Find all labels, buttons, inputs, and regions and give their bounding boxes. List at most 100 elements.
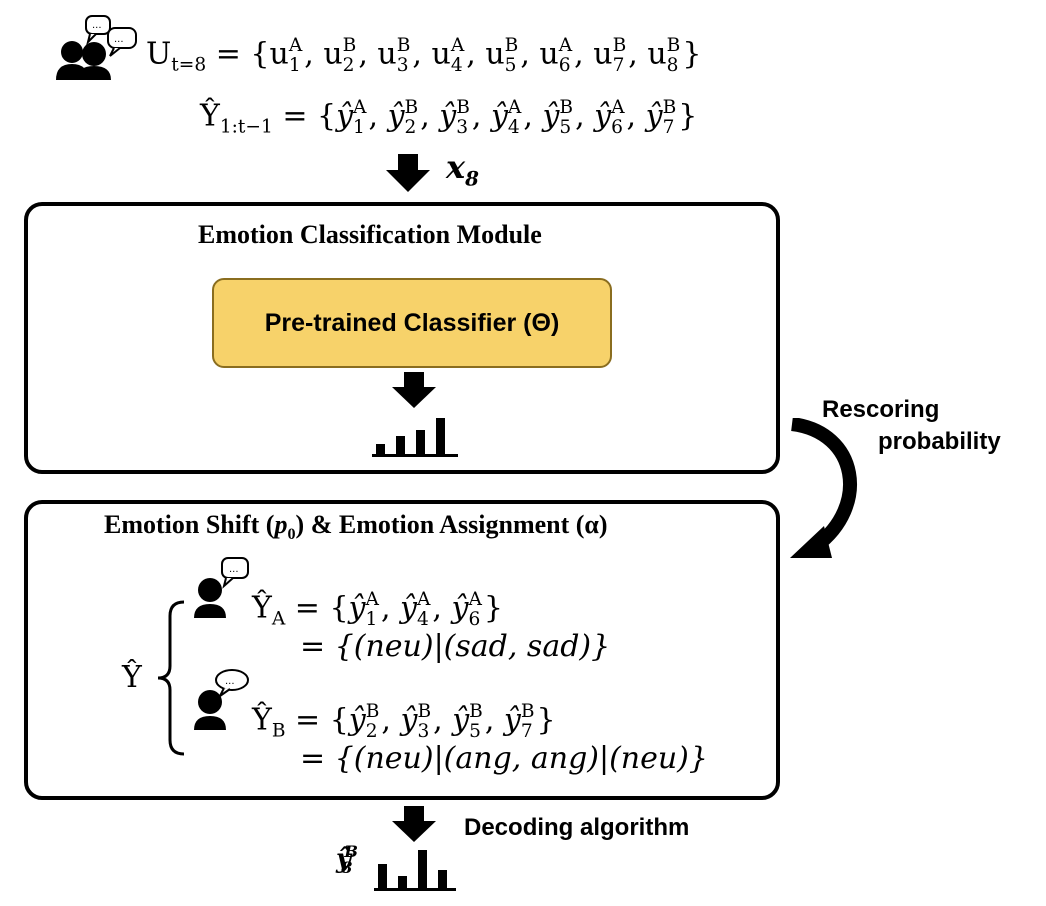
prediction-term-superscript: B bbox=[456, 97, 470, 118]
probability-bars-icon bbox=[372, 418, 458, 457]
speaker-b-set-symbol: Ŷ bbox=[252, 702, 272, 738]
down-arrow-icon bbox=[386, 154, 430, 192]
speaker-a-term-superscript: A bbox=[416, 589, 431, 610]
speaker-b-term-superscript: B bbox=[417, 701, 432, 722]
prediction-term-subscript: 7 bbox=[662, 116, 675, 138]
utterance-term-superscript: B bbox=[342, 35, 357, 56]
module2-title: Emotion Shift (p0) & Emotion Assignment … bbox=[104, 510, 608, 544]
decoding-algorithm-label: Decoding algorithm bbox=[464, 814, 690, 841]
prediction-term-subscript: 6 bbox=[611, 116, 623, 138]
left-brace-icon bbox=[157, 600, 185, 756]
speaker-a-term-superscript: A bbox=[468, 589, 482, 610]
svg-text:...: ... bbox=[114, 34, 124, 45]
speaker-b-term-subscript: 7 bbox=[520, 720, 533, 742]
output-superscript: B bbox=[344, 842, 358, 862]
speaker-a-emotions: = {(neu)|(sad, sad)} bbox=[300, 629, 611, 664]
prediction-term-superscript: B bbox=[662, 97, 677, 118]
prediction-term-superscript: A bbox=[507, 97, 522, 118]
prediction-term-subscript: 3 bbox=[456, 116, 469, 138]
prediction-set-subscript: 1:t−1 bbox=[219, 116, 273, 138]
speaker-a-set-symbol: Ŷ bbox=[252, 590, 272, 626]
speaker-a-term-subscript: 1 bbox=[365, 608, 378, 630]
prediction-term-superscript: B bbox=[404, 97, 419, 118]
utterance-term-superscript: B bbox=[666, 35, 681, 56]
utterance-term-superscript: B bbox=[504, 35, 519, 56]
utterance-term-superscript: A bbox=[450, 35, 465, 56]
utterance-term-subscript: 2 bbox=[342, 54, 355, 76]
speaker-b-emotions: = {(neu)|(ang, ang)|(neu)} bbox=[300, 741, 708, 776]
speaker-b-term-superscript: B bbox=[365, 701, 380, 722]
utterance-set-symbol: U bbox=[146, 36, 172, 72]
utterance-term-subscript: 7 bbox=[612, 54, 625, 76]
prediction-term-superscript: A bbox=[353, 97, 367, 118]
speaker-b-icon: ... bbox=[194, 669, 249, 730]
speaker-a-subscript: A bbox=[271, 608, 286, 630]
speaker-a-term-subscript: 6 bbox=[468, 608, 481, 630]
output-subscript: 8 bbox=[341, 858, 353, 878]
utterance-term-superscript: A bbox=[288, 35, 303, 56]
svg-text:...: ... bbox=[92, 20, 102, 31]
rescoring-curved-arrow-icon bbox=[790, 418, 857, 558]
speaker-b-term-superscript: B bbox=[469, 701, 483, 722]
speaker-b-term-superscript: B bbox=[520, 701, 535, 722]
speaker-b-term-subscript: 3 bbox=[417, 720, 430, 742]
shift-param-symbol: p bbox=[274, 510, 288, 539]
prediction-set-symbol: Ŷ bbox=[200, 98, 220, 134]
prediction-term-subscript: 4 bbox=[507, 116, 520, 138]
emotion-classification-module bbox=[24, 202, 780, 474]
speaker-a-term-subscript: 4 bbox=[416, 608, 429, 630]
shift-param-subscript: 0 bbox=[287, 526, 296, 544]
module1-title: Emotion Classification Module bbox=[198, 220, 542, 249]
utterance-term-subscript: 5 bbox=[504, 54, 517, 76]
y-hat-symbol: Ŷ bbox=[122, 660, 142, 695]
speaker-a-term-superscript: A bbox=[365, 589, 379, 610]
probability-label: probability bbox=[878, 428, 1001, 455]
classifier-label: Pre-trained Classifier (Θ) bbox=[264, 308, 560, 337]
prediction-term-subscript: 2 bbox=[404, 116, 417, 138]
speaker-b-subscript: B bbox=[271, 720, 286, 742]
pretrained-classifier-box: Pre-trained Classifier (Θ) bbox=[212, 278, 612, 368]
input-subscript: 8 bbox=[465, 166, 479, 191]
prediction-term-subscript: 1 bbox=[353, 116, 365, 138]
utterance-term-subscript: 8 bbox=[666, 54, 679, 76]
utterance-term-subscript: 1 bbox=[288, 54, 301, 76]
utterance-term-subscript: 4 bbox=[450, 54, 463, 76]
svg-text:...: ... bbox=[225, 676, 235, 687]
input-utterance-label: x8 bbox=[446, 148, 479, 188]
module2-title-suffix: ) & Emotion Assignment (α) bbox=[295, 510, 608, 539]
utterance-term-superscript: A bbox=[558, 35, 573, 56]
two-speakers-icon: ... ... bbox=[56, 15, 137, 80]
down-arrow-icon bbox=[392, 806, 436, 842]
utterance-term-subscript: 3 bbox=[396, 54, 409, 76]
svg-text:...: ... bbox=[229, 564, 239, 575]
output-bars-icon bbox=[374, 850, 456, 891]
prediction-term-subscript: 5 bbox=[559, 116, 572, 138]
